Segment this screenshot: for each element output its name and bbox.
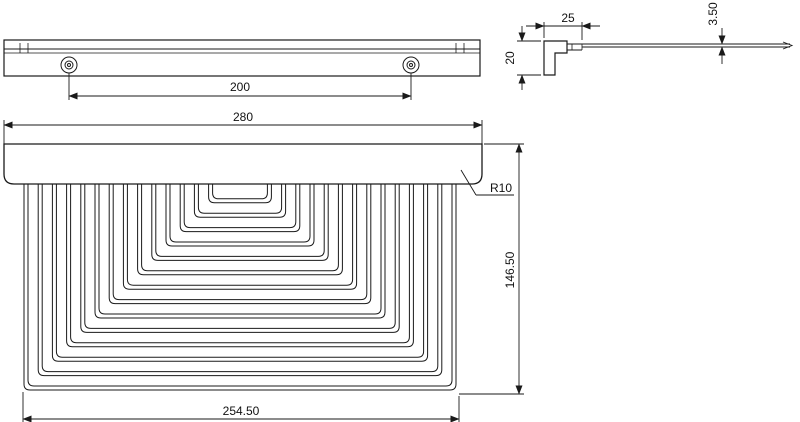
dimension-label-20: 20 (503, 51, 517, 65)
dimension-basket-height: 146.50 (459, 143, 524, 395)
basket-wire (193, 184, 287, 218)
dimension-label-25: 25 (561, 11, 575, 25)
basket-wire (51, 184, 429, 362)
basket-wire (112, 184, 368, 301)
basket-wire (151, 184, 329, 261)
dimension-label-146-50: 146.50 (503, 251, 517, 288)
basket-wire (84, 184, 396, 329)
dimension-wire-gap: 3.50 (704, 2, 730, 64)
basket-wire (41, 184, 439, 373)
dimension-label-254-50: 254.50 (223, 404, 260, 418)
basket-wire (108, 184, 372, 305)
basket-wire (27, 184, 453, 387)
basket-wire (122, 184, 358, 290)
radius-label: R10 (490, 181, 512, 195)
dimension-bracket-depth: 25 (526, 11, 600, 40)
mount-hole-left (60, 56, 78, 74)
top-view (3, 39, 481, 77)
dimension-hole-spacing: 200 (68, 73, 412, 100)
basket-wire (23, 184, 457, 391)
dimension-label-280: 280 (233, 110, 253, 124)
basket-wire (141, 184, 339, 272)
basket-wire (126, 184, 354, 286)
basket-wire (165, 184, 315, 247)
basket-wire (179, 184, 301, 233)
basket-wire (197, 184, 283, 214)
basket-wire (169, 184, 311, 243)
side-view (543, 40, 794, 76)
basket-wire (94, 184, 386, 319)
basket-wire (98, 184, 382, 315)
mount-hole-right (402, 56, 420, 74)
dimension-basket-width: 254.50 (22, 392, 460, 422)
basket-wire (37, 184, 443, 377)
basket-wire (183, 184, 297, 229)
basket-wire (66, 184, 414, 348)
dimension-bracket-height: 20 (503, 26, 541, 90)
basket-wire (70, 184, 410, 344)
dimension-label-3-50: 3.50 (706, 2, 720, 26)
basket-wire (212, 184, 268, 200)
dimension-total-width: 280 (3, 110, 483, 144)
basket-wire (155, 184, 325, 257)
basket-wire (55, 184, 425, 358)
dimension-label-200: 200 (230, 80, 250, 94)
radius-callout: R10 (460, 169, 514, 196)
basket-wires (23, 184, 457, 391)
front-bar (3, 143, 483, 185)
front-view (3, 143, 483, 391)
basket-wire (208, 184, 272, 204)
basket-wire (80, 184, 400, 333)
basket-wire (137, 184, 343, 276)
